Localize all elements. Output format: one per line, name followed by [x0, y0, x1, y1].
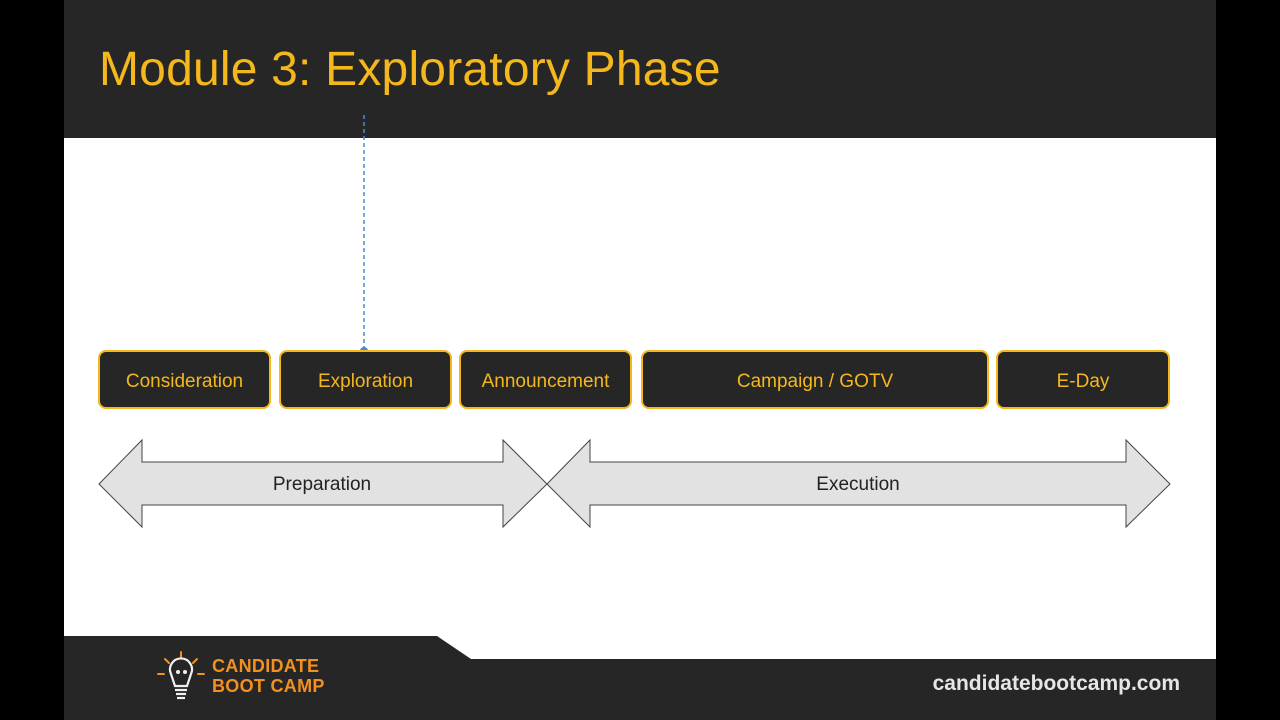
stage-label-consideration: Consideration [126, 371, 243, 392]
stage-boxes: Consideration Exploration Announcement C… [98, 350, 1170, 409]
stage-exploration: Exploration [279, 350, 452, 409]
stage-label-e-day: E-Day [1057, 371, 1110, 392]
header-bar [64, 0, 1216, 138]
footer-band [64, 636, 1216, 720]
brand-line-1: CANDIDATE [212, 656, 320, 676]
execution-arrow [546, 438, 1171, 529]
brand-logo-text: CANDIDATE BOOT CAMP [212, 656, 325, 696]
slide: Module 3: Exploratory Phase Consideratio… [64, 0, 1216, 720]
lightbulb-icon [157, 651, 205, 700]
stage-e-day: E-Day [996, 350, 1170, 409]
stage-announcement: Announcement [459, 350, 632, 409]
phase-label-preparation: Preparation [273, 474, 371, 495]
footer-url: candidatebootcamp.com [932, 672, 1180, 695]
timeline-diagram: Consideration Exploration Announcement C… [64, 115, 1216, 720]
phase-label-execution: Execution [816, 474, 899, 495]
slide-title: Module 3: Exploratory Phase [99, 43, 721, 96]
phase-preparation: Preparation [98, 438, 548, 529]
stage-consideration: Consideration [98, 350, 271, 409]
brand-line-2: BOOT CAMP [212, 676, 325, 696]
stage-label-exploration: Exploration [318, 371, 413, 392]
stage-campaign-gotv: Campaign / GOTV [641, 350, 989, 409]
stage-label-announcement: Announcement [482, 371, 611, 392]
phase-execution: Execution [546, 438, 1171, 529]
stage-label-campaign-gotv: Campaign / GOTV [737, 371, 894, 392]
